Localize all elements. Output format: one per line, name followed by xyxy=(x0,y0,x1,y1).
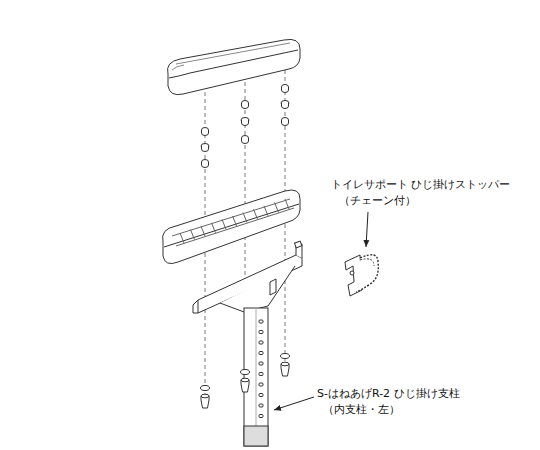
post-hole xyxy=(259,404,263,407)
rib xyxy=(201,226,205,236)
nut-side xyxy=(242,103,249,109)
nut-side xyxy=(282,103,289,109)
part-label: （内支柱・左） xyxy=(322,403,401,416)
screw-washer xyxy=(201,386,210,391)
stopper-with-chain xyxy=(345,255,378,296)
armrest-base xyxy=(163,190,300,264)
post-hole xyxy=(259,331,263,334)
post-hole xyxy=(259,341,263,344)
post-hole xyxy=(259,352,263,355)
screw-washer xyxy=(241,370,250,375)
nut-side xyxy=(242,138,249,144)
rib xyxy=(233,216,237,226)
leader-line xyxy=(274,397,314,410)
nut-side xyxy=(282,87,289,93)
post-hole xyxy=(259,362,263,365)
screws xyxy=(201,354,290,409)
nut-side xyxy=(202,146,209,152)
rib xyxy=(275,202,279,212)
nut-side xyxy=(202,130,209,136)
rib xyxy=(222,219,226,229)
post-hole xyxy=(259,394,263,397)
nut-side xyxy=(242,120,249,126)
armrest-pad xyxy=(168,39,301,94)
rib xyxy=(264,206,268,216)
armrest-post xyxy=(193,241,302,446)
screw-washer xyxy=(281,354,290,359)
leader-line xyxy=(366,212,368,247)
rib xyxy=(243,213,247,223)
rib xyxy=(212,223,216,233)
rib xyxy=(254,209,258,219)
nut-side xyxy=(282,120,289,126)
part-label: （チェーン付） xyxy=(338,194,417,207)
post-hole xyxy=(259,320,263,323)
rib xyxy=(191,230,195,240)
rib xyxy=(180,233,184,243)
part-label: トイレサポート ひじ掛けストッパー xyxy=(330,178,512,191)
post-hole xyxy=(259,373,263,376)
post-hole xyxy=(259,383,263,386)
nut-side xyxy=(202,162,209,168)
screw-head xyxy=(241,378,249,382)
post-hole xyxy=(259,415,263,418)
screw-head xyxy=(201,394,209,398)
washers-nuts xyxy=(201,85,289,168)
rib xyxy=(285,199,289,209)
part-label: S-はねあげR-2 ひじ掛け支柱 xyxy=(316,387,461,400)
screw-head xyxy=(281,362,289,366)
